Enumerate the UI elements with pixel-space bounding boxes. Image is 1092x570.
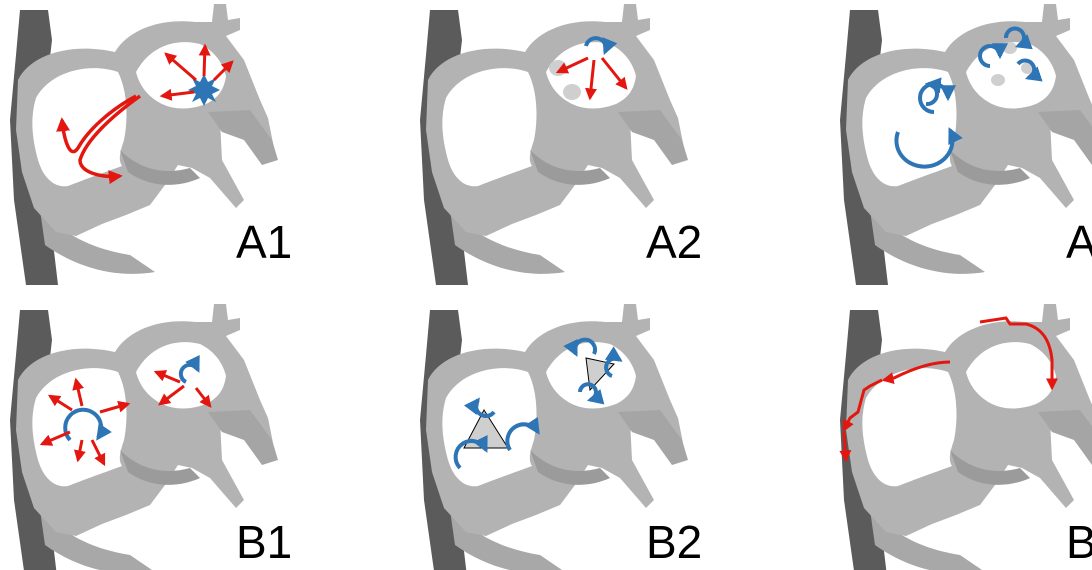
heart-silhouette bbox=[840, 304, 1092, 570]
panel-b3: B3 bbox=[840, 304, 1092, 570]
panel-b1: B1 bbox=[10, 304, 292, 570]
panel-b2: B2 bbox=[420, 304, 702, 570]
heart-silhouette bbox=[840, 4, 1092, 285]
panel-a1: A1 bbox=[10, 4, 292, 285]
panel-label: B3 bbox=[1066, 516, 1092, 568]
panel-a2: A2 bbox=[420, 4, 702, 285]
panel-label: A2 bbox=[646, 216, 702, 268]
panel-label: B1 bbox=[236, 516, 292, 568]
panel-label: A1 bbox=[236, 216, 292, 268]
panel-a3: A3 bbox=[840, 4, 1092, 285]
panel-label: B2 bbox=[646, 516, 702, 568]
panel-label: A3 bbox=[1066, 216, 1092, 268]
